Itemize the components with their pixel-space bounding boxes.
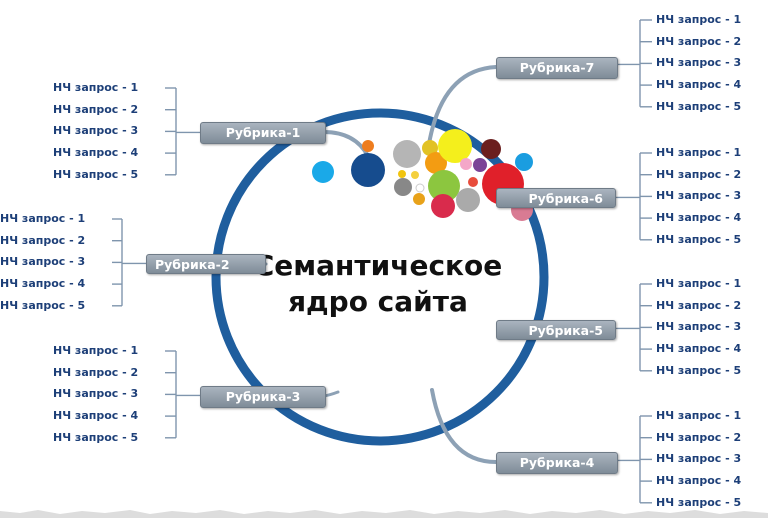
- leaf-query[interactable]: НЧ запрос - 2: [656, 167, 742, 181]
- leaf-query[interactable]: НЧ запрос - 3: [53, 387, 139, 401]
- leaf-query[interactable]: НЧ запрос - 4: [656, 78, 742, 92]
- rubric-label: Рубрика-1: [225, 125, 301, 140]
- bubble: [456, 188, 480, 212]
- leaf-query[interactable]: НЧ запрос - 5: [656, 363, 742, 377]
- leaf-query[interactable]: НЧ запрос - 2: [53, 365, 139, 379]
- torn-edge: [0, 510, 768, 518]
- leaf-query[interactable]: НЧ запрос - 2: [656, 298, 742, 312]
- bubble: [411, 171, 419, 179]
- bubble: [413, 193, 425, 205]
- leaf-query[interactable]: НЧ запрос - 3: [656, 56, 742, 70]
- leaf-query[interactable]: НЧ запрос - 5: [656, 495, 742, 509]
- rubric-node-1[interactable]: Рубрика-1: [200, 122, 326, 144]
- rubric-label: Рубрика-4: [519, 455, 595, 470]
- branch-curve: [430, 388, 498, 464]
- leaf-query[interactable]: НЧ запрос - 1: [656, 277, 742, 290]
- leaf-query[interactable]: НЧ запрос - 5: [656, 232, 742, 246]
- leaf-query[interactable]: НЧ запрос - 3: [656, 189, 742, 203]
- rubric-label: Рубрика-3: [225, 389, 301, 404]
- central-topic: Семантическое ядро сайта: [218, 248, 538, 320]
- leaf-query[interactable]: НЧ запрос - 1: [656, 13, 742, 26]
- bubble: [460, 158, 472, 170]
- rubric-node-5[interactable]: Рубрика-5: [496, 320, 616, 340]
- rubric-node-4[interactable]: Рубрика-4: [496, 452, 618, 474]
- rubric-label: Рубрика-5: [528, 323, 603, 338]
- rubric-node-3[interactable]: Рубрика-3: [200, 386, 326, 408]
- bubble: [422, 140, 438, 156]
- bubble: [438, 129, 472, 163]
- bubble: [393, 140, 421, 168]
- leaf-query[interactable]: НЧ запрос - 5: [656, 99, 742, 113]
- bubble: [312, 161, 334, 183]
- bubble: [398, 170, 406, 178]
- central-topic-line-2: ядро сайта: [288, 285, 468, 318]
- leaf-query[interactable]: НЧ запрос - 5: [53, 430, 139, 444]
- leaf-query[interactable]: НЧ запрос - 5: [53, 167, 139, 181]
- bubble: [394, 178, 412, 196]
- bubble: [473, 158, 487, 172]
- bubble: [425, 152, 447, 174]
- leaf-query[interactable]: НЧ запрос - 1: [656, 146, 742, 159]
- bubble: [415, 183, 425, 193]
- leaf-query[interactable]: НЧ запрос - 3: [53, 124, 139, 138]
- leaf-query[interactable]: НЧ запрос - 3: [656, 452, 742, 466]
- rubric-node-2[interactable]: Рубрика-2: [146, 254, 266, 274]
- bubble: [468, 177, 478, 187]
- leaf-query[interactable]: НЧ запрос - 2: [53, 102, 139, 116]
- rubric-label: Рубрика-2: [155, 257, 230, 272]
- rubric-node-6[interactable]: Рубрика-6: [496, 188, 616, 208]
- leaf-query[interactable]: НЧ запрос - 5: [0, 298, 86, 312]
- rubric-label: Рубрика-6: [528, 191, 603, 206]
- leaf-query[interactable]: НЧ запрос - 4: [656, 342, 742, 356]
- bubble: [362, 140, 374, 152]
- bubble: [481, 139, 501, 159]
- leaf-query[interactable]: НЧ запрос - 4: [0, 277, 86, 291]
- leaf-query[interactable]: НЧ запрос - 1: [53, 81, 139, 94]
- central-topic-line-1: Семантическое: [253, 249, 503, 282]
- branch-curve: [322, 130, 370, 158]
- leaf-query[interactable]: НЧ запрос - 4: [53, 409, 139, 423]
- leaf-query[interactable]: НЧ запрос - 4: [656, 211, 742, 225]
- leaf-query[interactable]: НЧ запрос - 1: [0, 212, 86, 225]
- bubble: [351, 153, 385, 187]
- leaf-query[interactable]: НЧ запрос - 4: [656, 474, 742, 488]
- leaf-query[interactable]: НЧ запрос - 2: [656, 430, 742, 444]
- leaf-query[interactable]: НЧ запрос - 3: [656, 320, 742, 334]
- rubric-node-7[interactable]: Рубрика-7: [496, 57, 618, 79]
- bubble: [515, 153, 533, 171]
- leaf-query[interactable]: НЧ запрос - 2: [656, 34, 742, 48]
- bubble: [431, 194, 455, 218]
- leaf-query[interactable]: НЧ запрос - 2: [0, 233, 86, 247]
- branch-curve: [426, 65, 498, 152]
- leaf-query[interactable]: НЧ запрос - 1: [656, 409, 742, 422]
- bubble: [428, 170, 460, 202]
- leaf-query[interactable]: НЧ запрос - 1: [53, 344, 139, 357]
- rubric-label: Рубрика-7: [519, 60, 595, 75]
- leaf-query[interactable]: НЧ запрос - 4: [53, 146, 139, 160]
- leaf-query[interactable]: НЧ запрос - 3: [0, 255, 86, 269]
